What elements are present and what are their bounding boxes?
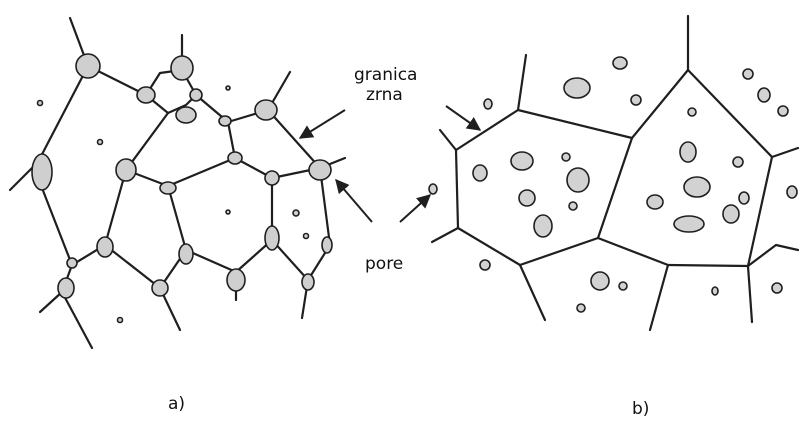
pore (302, 274, 314, 290)
pore (38, 101, 43, 106)
pore (519, 190, 535, 206)
panel-a-diagram (10, 18, 345, 348)
pore (484, 99, 492, 109)
pore (76, 54, 100, 78)
pore (32, 154, 52, 190)
grain-boundary-arrow-left (300, 110, 345, 138)
pore (137, 87, 155, 103)
pore (613, 57, 627, 69)
pore (743, 69, 753, 79)
pore (712, 287, 718, 295)
pore (778, 106, 788, 116)
pore (228, 152, 242, 164)
panel-a-pores (32, 54, 332, 323)
pore (293, 210, 299, 216)
pore (562, 153, 570, 161)
pore (733, 157, 743, 167)
pore (176, 107, 196, 123)
pore (160, 182, 176, 194)
pore (179, 244, 193, 264)
pore (152, 280, 168, 296)
pore (631, 95, 641, 105)
pore (304, 234, 309, 239)
pores-arrow-left (336, 180, 372, 222)
grain-boundary-arrow-right (446, 106, 480, 130)
pore (787, 186, 797, 198)
panel-b-diagram (429, 16, 798, 330)
pore (98, 140, 103, 145)
pore (190, 89, 202, 101)
pore (758, 88, 770, 102)
pore (67, 258, 77, 268)
pore (684, 177, 710, 197)
panel-b-label: b) (632, 399, 649, 419)
pore (226, 210, 230, 214)
pore (564, 78, 590, 98)
pore (567, 168, 589, 192)
pore (226, 86, 230, 90)
pore (534, 215, 552, 237)
pore (171, 56, 193, 80)
pore (265, 226, 279, 250)
pore (577, 304, 585, 312)
pore (473, 165, 487, 181)
pores-arrow-right (400, 195, 430, 222)
pore (569, 202, 577, 210)
pore (219, 116, 231, 126)
pore (591, 272, 609, 290)
pore (265, 171, 279, 185)
pore (680, 142, 696, 162)
pore (772, 283, 782, 293)
grain-boundary-label-line1: granica (354, 65, 417, 85)
pore (58, 278, 74, 298)
pore (116, 159, 136, 181)
pore (309, 160, 331, 180)
panel-a-label: a) (168, 394, 185, 414)
pore (322, 237, 332, 253)
panel-b-pores (429, 57, 797, 312)
pore (723, 205, 739, 223)
pore (674, 216, 704, 232)
pore (511, 152, 533, 170)
pore (255, 100, 277, 120)
pore (227, 269, 245, 291)
pore (480, 260, 490, 270)
pore (429, 184, 437, 194)
pore (118, 318, 123, 323)
pore (688, 108, 696, 116)
pore (97, 237, 113, 257)
grain-boundary-label-line2: zrna (366, 85, 403, 105)
pore (647, 195, 663, 209)
pore (739, 192, 749, 204)
pore (619, 282, 627, 290)
pores-label: pore (365, 254, 403, 274)
